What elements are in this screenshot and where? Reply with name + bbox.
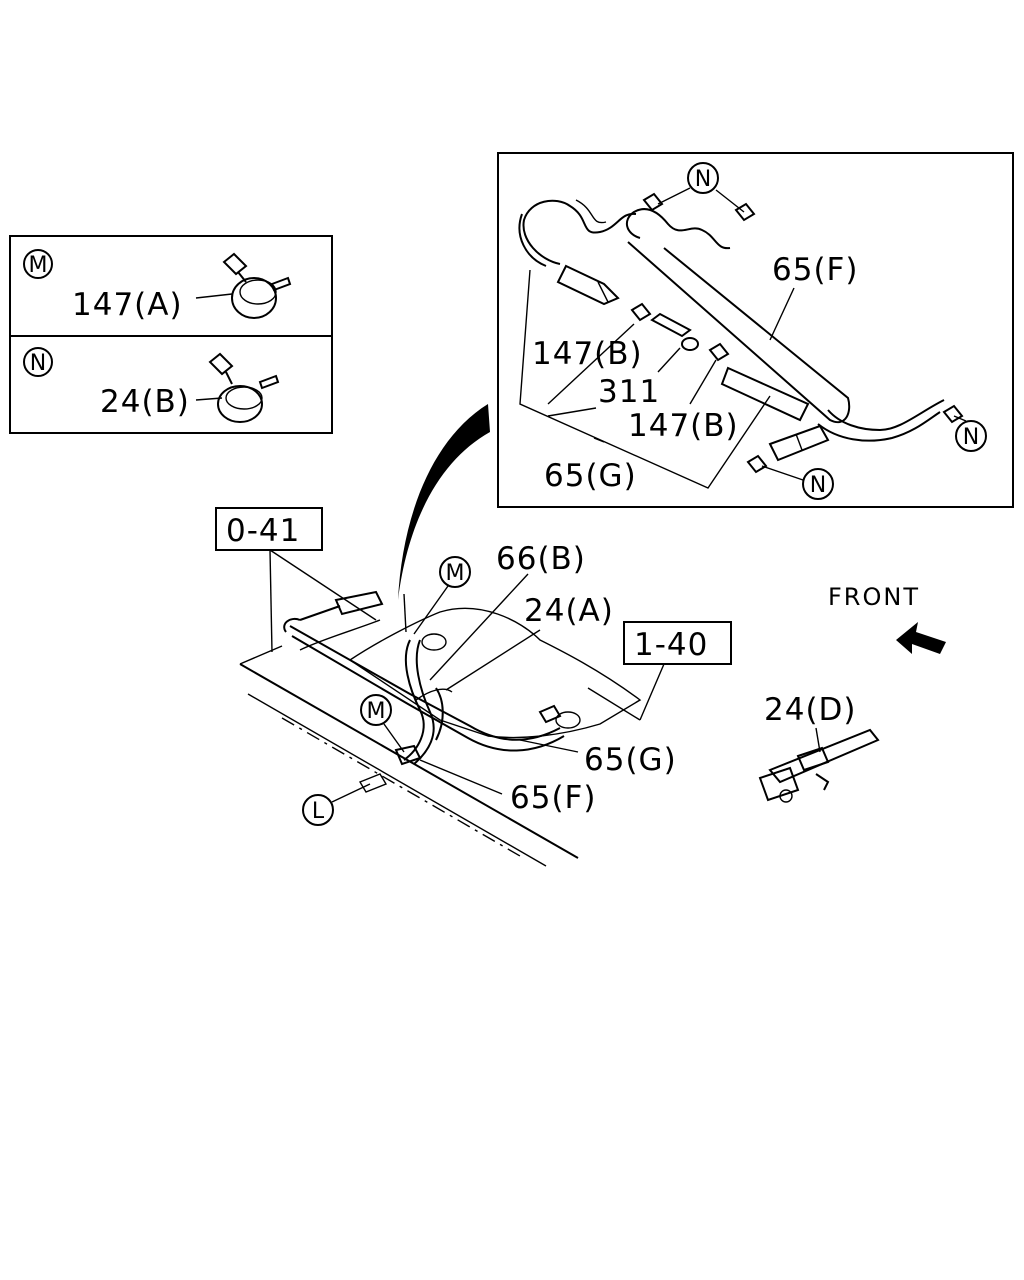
part-24a-label: 24(A): [524, 593, 614, 629]
front-arrow-icon: [896, 622, 946, 654]
ref-box-0-41: [215, 507, 323, 551]
hose-clamp-icon: [222, 252, 292, 319]
detail-box: N N N 65(F) 147(B) 311 147(B) 65(G): [497, 152, 1014, 508]
part-66b-label: 66(B): [496, 541, 586, 577]
part-24b-label: 24(B): [100, 384, 190, 420]
main-assembly: 0-41 1-40 M 66(B: [215, 507, 732, 867]
marker-n-circle: [802, 468, 834, 500]
marker-l-circle: [302, 794, 334, 826]
part-65g-label: 65(G): [584, 742, 677, 778]
part-65f-label: 65(F): [510, 780, 596, 816]
marker-n-label: N: [810, 473, 826, 498]
marker-n-label: N: [30, 351, 46, 376]
marker-m-circle: [439, 556, 471, 588]
marker-n-circle: [687, 162, 719, 194]
part-147b-label: 147(B): [628, 408, 739, 444]
marker-n-label: N: [963, 425, 979, 450]
part-24d-label: 24(D): [764, 692, 857, 728]
marker-n-circle: [23, 347, 53, 377]
marker-m-circle: [360, 694, 392, 726]
part-147a-label: 147(A): [72, 287, 183, 323]
marker-m-circle: [23, 249, 53, 279]
marker-m-label: M: [367, 699, 386, 724]
part-147b-label: 147(B): [532, 336, 643, 372]
legend-box: M 147(A) N 24(B): [9, 235, 333, 434]
marker-m-label: M: [29, 253, 48, 278]
marker-n-circle: [955, 420, 987, 452]
ref-box-1-40: [623, 621, 732, 665]
marker-l-label: L: [312, 799, 325, 824]
marker-m-label: M: [446, 561, 465, 586]
front-label: FRONT: [828, 583, 920, 611]
ref-0-41-label: 0-41: [226, 513, 300, 549]
part-65g-label: 65(G): [544, 458, 637, 494]
callout-arrow: [398, 404, 490, 600]
hose-clamp-icon: [208, 352, 280, 423]
part-65f-label: 65(F): [772, 252, 858, 288]
part-311-label: 311: [598, 374, 660, 410]
ref-1-40-label: 1-40: [634, 627, 708, 663]
bracket-24d: 24(D): [758, 692, 880, 803]
marker-n-label: N: [695, 167, 711, 192]
